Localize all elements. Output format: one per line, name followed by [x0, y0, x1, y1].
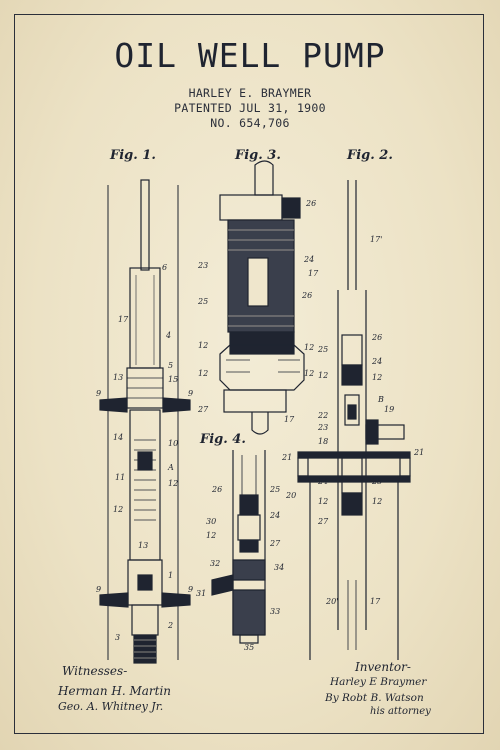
witness-2-signature: Geo. A. Whitney Jr. — [58, 700, 164, 713]
svg-text:35: 35 — [244, 643, 254, 652]
svg-text:5: 5 — [168, 361, 173, 370]
fig1-label: Fig. 1. — [110, 148, 156, 163]
svg-text:11: 11 — [115, 473, 125, 482]
svg-text:27: 27 — [317, 517, 329, 526]
svg-text:26: 26 — [305, 199, 316, 208]
svg-text:31: 31 — [196, 589, 206, 598]
svg-text:12: 12 — [198, 369, 208, 378]
svg-text:12: 12 — [372, 497, 382, 506]
svg-text:24: 24 — [269, 511, 280, 520]
fig4-drawing — [211, 450, 266, 644]
fig1-drawing — [99, 179, 191, 664]
svg-text:25: 25 — [269, 485, 280, 494]
svg-text:19: 19 — [384, 405, 394, 414]
svg-text:12: 12 — [318, 497, 328, 506]
svg-text:26: 26 — [371, 333, 382, 342]
svg-text:9: 9 — [96, 389, 101, 398]
svg-text:17: 17 — [118, 315, 129, 324]
svg-text:3: 3 — [115, 633, 120, 642]
svg-text:21: 21 — [281, 453, 292, 462]
svg-text:25: 25 — [317, 345, 328, 354]
svg-text:12: 12 — [206, 531, 216, 540]
fig2-drawing — [297, 180, 411, 660]
svg-text:9: 9 — [188, 585, 193, 594]
svg-text:2: 2 — [167, 621, 173, 630]
border-frame — [14, 14, 484, 734]
svg-text:26: 26 — [301, 291, 312, 300]
svg-text:B: B — [377, 395, 384, 404]
svg-text:18: 18 — [318, 437, 328, 446]
svg-text:6: 6 — [162, 263, 167, 272]
svg-text:27: 27 — [269, 539, 281, 548]
svg-text:10: 10 — [168, 439, 178, 448]
inventor-line: HARLEY E. BRAYMER — [188, 86, 312, 100]
svg-text:1: 1 — [168, 571, 173, 580]
patent-number: NO. 654,706 — [210, 116, 290, 130]
svg-text:23: 23 — [317, 423, 328, 432]
witnesses-heading: Witnesses- — [62, 664, 128, 678]
svg-text:9: 9 — [96, 585, 101, 594]
svg-text:12: 12 — [318, 371, 328, 380]
svg-text:20: 20 — [285, 491, 296, 500]
svg-text:32: 32 — [210, 559, 220, 568]
svg-text:4: 4 — [165, 331, 171, 340]
svg-text:20': 20' — [325, 597, 338, 606]
svg-text:17: 17 — [308, 269, 319, 278]
svg-text:14: 14 — [113, 433, 123, 442]
fig3-label: Fig. 3. — [235, 148, 281, 163]
attorney-title: his attorney — [370, 706, 431, 717]
svg-text:12: 12 — [168, 479, 178, 488]
svg-text:21: 21 — [413, 448, 424, 457]
svg-text:26: 26 — [211, 485, 222, 494]
svg-text:30: 30 — [206, 517, 216, 526]
page-title: OIL WELL PUMP — [114, 36, 386, 75]
svg-text:17: 17 — [370, 597, 381, 606]
witness-1-signature: Herman H. Martin — [58, 684, 172, 698]
inventor-signature: Harley E Braymer — [330, 676, 427, 688]
fig2-label: Fig. 2. — [347, 148, 393, 163]
svg-text:23: 23 — [197, 261, 208, 270]
svg-text:25: 25 — [371, 477, 382, 486]
inventor-heading: Inventor- — [355, 660, 411, 674]
svg-text:24: 24 — [317, 477, 328, 486]
svg-text:17: 17 — [284, 415, 295, 424]
svg-text:12: 12 — [372, 373, 382, 382]
fig3-drawing — [219, 160, 305, 435]
svg-text:A: A — [167, 463, 174, 472]
svg-text:25: 25 — [197, 297, 208, 306]
svg-text:13: 13 — [113, 373, 123, 382]
fig4-label: Fig. 4. — [200, 432, 246, 447]
svg-text:33: 33 — [270, 607, 280, 616]
svg-text:17': 17' — [370, 235, 382, 244]
svg-text:34: 34 — [274, 563, 284, 572]
svg-text:15: 15 — [168, 375, 178, 384]
attorney-signature: By Robt B. Watson — [325, 692, 424, 704]
svg-text:9: 9 — [188, 389, 193, 398]
svg-text:12: 12 — [304, 369, 314, 378]
svg-text:12: 12 — [304, 343, 314, 352]
svg-text:13: 13 — [138, 541, 148, 550]
svg-text:24: 24 — [371, 357, 382, 366]
svg-text:27: 27 — [197, 405, 209, 414]
svg-text:12: 12 — [198, 341, 208, 350]
svg-text:22: 22 — [317, 411, 328, 420]
patent-date: PATENTED JUL 31, 1900 — [174, 101, 326, 115]
svg-text:24: 24 — [303, 255, 314, 264]
svg-text:12: 12 — [113, 505, 123, 514]
